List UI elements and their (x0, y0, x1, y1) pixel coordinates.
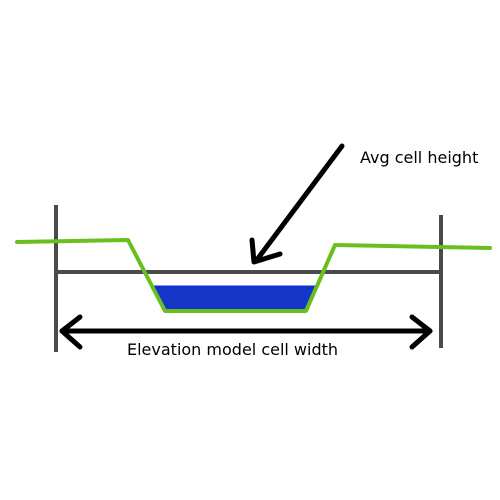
cell-width-arrowhead-right (409, 314, 433, 350)
terrain-profile (15, 238, 492, 313)
cell-width-label: Elevation model cell width (127, 340, 339, 359)
height-pointer-arrowhead (249, 237, 283, 265)
avg-cell-height-label: Avg cell height (360, 148, 479, 167)
cell-width-arrowhead-left (59, 314, 83, 350)
height-pointer-arrow (253, 143, 345, 264)
water-body (154, 287, 317, 309)
